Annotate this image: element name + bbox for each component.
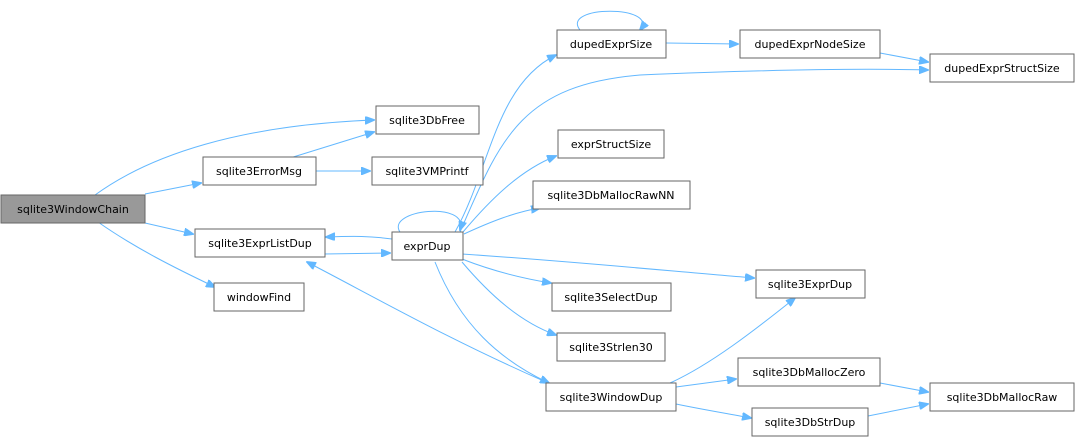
node-label: windowFind: [227, 291, 291, 304]
node-label: sqlite3ExprListDup: [208, 237, 312, 250]
edge-exprdup-mallocrawnn: [463, 208, 540, 235]
edge-windowdup-sqlexprdup: [669, 298, 795, 384]
node-label: sqlite3DbStrDup: [765, 416, 856, 429]
edge-exprdup-sqlexprdup: [461, 253, 754, 278]
node-sqlite3errormsg[interactable]: sqlite3ErrorMsg: [202, 156, 317, 186]
node-sqlite3exprdup[interactable]: sqlite3ExprDup: [755, 269, 866, 299]
node-sqlite3vmprintf[interactable]: sqlite3VMPrintf: [371, 156, 484, 186]
node-sqlite3dbstrdup[interactable]: sqlite3DbStrDup: [751, 407, 869, 437]
node-exprstructsize[interactable]: exprStructSize: [557, 129, 665, 159]
edge-windowdup-exprlistdup: [307, 262, 547, 383]
node-sqlite3strlen30[interactable]: sqlite3Strlen30: [556, 332, 666, 362]
edge-strdup-mallocraw: [867, 404, 928, 417]
edge-dupedexprsize-dupedexprnodesize: [665, 43, 738, 44]
edge-exprdup-dupedexprstructsize: [459, 69, 928, 233]
edge-errmsg-dbfree: [289, 132, 374, 159]
edge-exprdup-exprlistdup: [326, 236, 393, 239]
edge-root-dbfree: [94, 120, 374, 196]
node-sqlite3dbfree[interactable]: sqlite3DbFree: [375, 105, 480, 135]
node-sqlite3dbmalloczero[interactable]: sqlite3DbMallocZero: [737, 357, 881, 387]
node-label: exprStructSize: [571, 138, 652, 151]
edge-root-windowfind: [97, 221, 215, 287]
node-label: sqlite3ExprDup: [768, 278, 852, 291]
edge-windowdup-strdup: [675, 403, 751, 418]
node-label: dupedExprStructSize: [944, 62, 1060, 75]
edge-dupedexprsize-self: [576, 10, 642, 30]
edge-exprdup-strlen30: [461, 261, 556, 335]
node-sqlite3windowchain[interactable]: sqlite3WindowChain: [0, 194, 146, 224]
edge-exprdup-windowdup: [434, 261, 549, 383]
edge-exprdup-dupedexprsize: [454, 55, 556, 233]
node-label: sqlite3DbMallocRaw: [947, 391, 1058, 404]
edge-malloczero-mallocraw: [879, 382, 928, 392]
edge-root-errmsg: [144, 183, 201, 195]
edge-windowdup-malloczero: [675, 379, 736, 388]
node-label: sqlite3Strlen30: [569, 341, 653, 354]
node-label: dupedExprNodeSize: [755, 38, 866, 51]
node-label: sqlite3VMPrintf: [385, 165, 469, 178]
edge-exprdup-exprstructsize: [462, 156, 556, 233]
edge-exprlistdup-exprdup: [323, 253, 390, 254]
edge-dupedexprnodesize-dupedexprstructsize: [879, 52, 928, 62]
node-label: sqlite3DbFree: [389, 114, 465, 127]
edge-exprdup-selectdup: [461, 258, 551, 283]
edges: [94, 10, 928, 418]
node-windowfind[interactable]: windowFind: [213, 282, 305, 312]
node-sqlite3windowdup[interactable]: sqlite3WindowDup: [545, 382, 677, 412]
edge-root-exprlistdup: [144, 222, 193, 234]
node-exprdup[interactable]: exprDup: [391, 231, 464, 261]
node-sqlite3exprlistdup[interactable]: sqlite3ExprListDup: [194, 228, 326, 258]
node-label: dupedExprSize: [570, 38, 652, 51]
node-label: sqlite3DbMallocRawNN: [547, 189, 674, 202]
node-label: sqlite3ErrorMsg: [216, 165, 302, 178]
edge-exprdup-self: [397, 210, 461, 233]
nodes: sqlite3WindowChain sqlite3DbFree sqlite3…: [0, 29, 1075, 437]
node-dupedexprsize[interactable]: dupedExprSize: [556, 29, 667, 59]
node-dupedexprnodesize[interactable]: dupedExprNodeSize: [739, 29, 881, 59]
node-label: sqlite3WindowDup: [560, 391, 663, 404]
node-sqlite3selectdup[interactable]: sqlite3SelectDup: [551, 282, 672, 312]
node-dupedexprstructsize[interactable]: dupedExprStructSize: [929, 53, 1075, 83]
node-label: sqlite3DbMallocZero: [753, 366, 866, 379]
node-sqlite3dbmallocraw[interactable]: sqlite3DbMallocRaw: [929, 382, 1075, 412]
node-sqlite3dbmallocrawnn[interactable]: sqlite3DbMallocRawNN: [532, 180, 691, 210]
node-label: sqlite3WindowChain: [17, 203, 129, 216]
node-label: sqlite3SelectDup: [564, 291, 657, 304]
node-label: exprDup: [403, 240, 450, 253]
